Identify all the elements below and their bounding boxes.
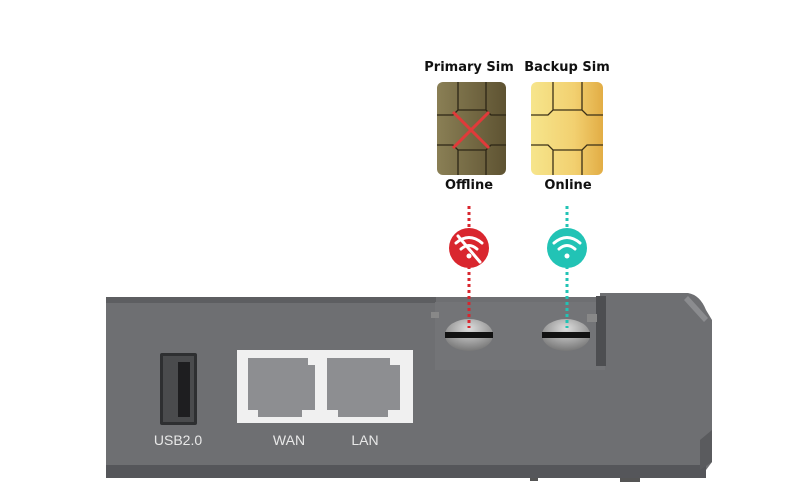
usb-port: [160, 353, 197, 425]
sim-slot-backup: [542, 319, 590, 351]
usb-label: USB2.0: [153, 432, 203, 448]
primary-sim-title: Primary Sim: [424, 60, 514, 75]
wan-label: WAN: [272, 432, 306, 448]
primary-sim-status: Offline: [444, 178, 494, 193]
wifi-icon: [547, 228, 587, 268]
lan-label: LAN: [351, 432, 379, 448]
backup-sim-status: Online: [544, 178, 592, 193]
ethernet-ports: [237, 350, 413, 423]
primary-sim-card: [437, 82, 506, 175]
wan-port: [248, 358, 315, 417]
sim-slot-primary: [445, 319, 493, 351]
wifi-off-icon: [449, 228, 489, 268]
backup-sim-card: [531, 82, 603, 175]
lan-port: [327, 358, 400, 417]
backup-sim-title: Backup Sim: [524, 60, 610, 75]
